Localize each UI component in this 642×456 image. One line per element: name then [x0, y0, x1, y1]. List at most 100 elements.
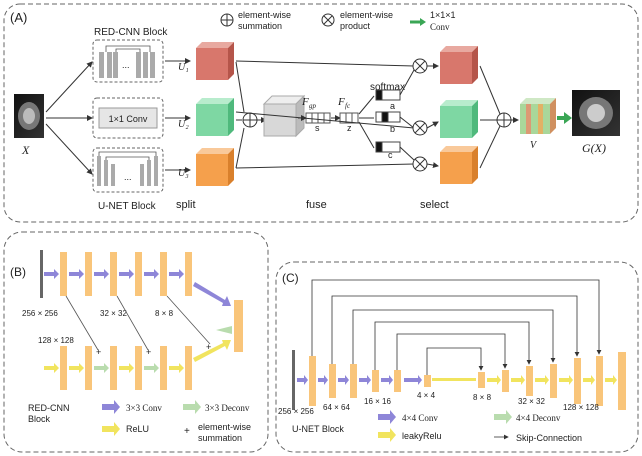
svg-text:16 × 16: 16 × 16 — [364, 397, 391, 406]
vector-s — [305, 112, 331, 124]
unet-mini-bars — [97, 156, 158, 186]
svg-text:leakyRelu: leakyRelu — [402, 431, 442, 441]
fused-cube — [262, 94, 306, 138]
b-down-arrow — [193, 340, 231, 362]
unet-block-title: U-NET Block — [98, 201, 157, 212]
svg-text:3×3 Conv: 3×3 Conv — [126, 403, 162, 413]
cube-v — [520, 98, 556, 134]
svg-text:128 × 128: 128 × 128 — [38, 336, 74, 345]
stage-fuse: fuse — [306, 199, 327, 211]
panel-c-frame — [275, 261, 639, 453]
svg-text:+: + — [206, 342, 211, 352]
u2-label: U₂ — [178, 119, 189, 130]
input-ct-image — [14, 94, 44, 138]
svg-text:summation: summation — [198, 433, 242, 443]
legend-conv-arrow — [410, 18, 426, 26]
legend-b-conv-arrow — [102, 400, 120, 414]
panel-c-label: (C) — [282, 271, 299, 285]
svg-text:ReLU: ReLU — [126, 424, 149, 434]
stage-select: select — [420, 199, 449, 211]
svg-text:1×1 Conv: 1×1 Conv — [109, 114, 148, 124]
output-label: G(X) — [582, 141, 606, 155]
svg-text:1×1×1: 1×1×1 — [430, 10, 456, 20]
legend-sum-icon — [220, 13, 234, 27]
selected-cube-3 — [440, 146, 478, 184]
b-output-bar — [234, 300, 243, 352]
svg-text:RED-CNN: RED-CNN — [28, 403, 70, 413]
svg-text:product: product — [340, 21, 371, 31]
softmax-vectors — [375, 89, 401, 153]
cube-u2 — [196, 98, 234, 136]
c-skip-connections — [311, 279, 602, 375]
svg-text:U-NET Block: U-NET Block — [292, 424, 344, 434]
input-label: X — [21, 143, 30, 157]
legend-b-relu-arrow — [102, 422, 120, 436]
b-top-row — [60, 252, 192, 296]
b-bottom-arrows — [44, 363, 184, 373]
legend-c-conv-arrow — [378, 410, 396, 424]
svg-text:element-wise: element-wise — [238, 10, 291, 20]
svg-text:256 × 256: 256 × 256 — [22, 309, 58, 318]
svg-text:+: + — [146, 347, 151, 357]
cube-u3 — [196, 148, 234, 186]
vector-z — [339, 112, 359, 124]
svg-text:128 × 128: 128 × 128 — [563, 403, 599, 412]
panel-a-label: (A) — [10, 10, 27, 25]
red-cnn-block-title: RED-CNN Block — [94, 27, 168, 38]
conv-1x1-block — [98, 107, 158, 129]
u1-label: U₁ — [178, 62, 189, 73]
legend-b-deconv-arrow — [183, 400, 201, 414]
c-relu-arrows — [432, 375, 617, 385]
svg-text:a: a — [390, 101, 395, 111]
svg-text:...: ... — [124, 172, 132, 182]
c-decoder-bars — [478, 352, 626, 410]
unet-mini-block — [92, 147, 164, 193]
u3-label: U₃ — [178, 168, 189, 179]
c-input-bar — [292, 350, 295, 410]
svg-text:b: b — [390, 124, 395, 134]
svg-text:8 × 8: 8 × 8 — [155, 309, 174, 318]
svg-text:element-wise: element-wise — [198, 422, 251, 432]
svg-text:c: c — [388, 150, 393, 160]
red-cnn-mini-block — [92, 39, 164, 83]
stage-split: split — [176, 199, 196, 211]
product-node-1 — [412, 58, 428, 74]
svg-text:...: ... — [122, 60, 130, 70]
svg-text:+: + — [184, 426, 190, 437]
svg-text:4×4 Deconv: 4×4 Deconv — [516, 413, 561, 423]
b-bottom-row — [60, 346, 192, 390]
svg-text:64 × 64: 64 × 64 — [323, 403, 350, 412]
svg-text:32 × 32: 32 × 32 — [100, 309, 127, 318]
svg-text:Skip-Connection: Skip-Connection — [516, 433, 582, 443]
panel-b-frame — [3, 231, 269, 453]
svg-text:Conv: Conv — [430, 22, 450, 32]
svg-text:Block: Block — [28, 414, 51, 424]
output-ct-image — [572, 90, 620, 136]
product-node-3 — [412, 156, 428, 172]
panel-b-label: (B) — [10, 265, 26, 279]
svg-text:256 × 256: 256 × 256 — [278, 407, 314, 416]
product-node-2 — [412, 120, 428, 136]
svg-text:element-wise: element-wise — [340, 10, 393, 20]
svg-text:4 × 4: 4 × 4 — [417, 391, 436, 400]
cube-u1 — [196, 42, 234, 80]
panel-a-frame — [3, 3, 639, 223]
selected-cube-2 — [440, 100, 478, 138]
softmax-label: softmax — [370, 82, 405, 93]
sum-node-fuse — [242, 112, 258, 128]
ffc-label: F — [337, 96, 345, 108]
svg-text:8 × 8: 8 × 8 — [473, 393, 492, 402]
b-deconv-arrows — [94, 363, 159, 373]
svg-text:fc: fc — [345, 102, 351, 110]
b-top-conv-arrows — [44, 269, 184, 279]
b-input-bar — [40, 250, 43, 298]
svg-text:z: z — [347, 123, 352, 133]
v-label: V — [530, 140, 538, 151]
c-conv-arrows — [297, 375, 422, 385]
svg-text:s: s — [315, 123, 320, 133]
svg-text:summation: summation — [238, 21, 282, 31]
svg-text:+: + — [96, 347, 101, 357]
legend-c-relu-arrow — [378, 428, 396, 442]
red-cnn-mini-bars — [99, 52, 155, 78]
